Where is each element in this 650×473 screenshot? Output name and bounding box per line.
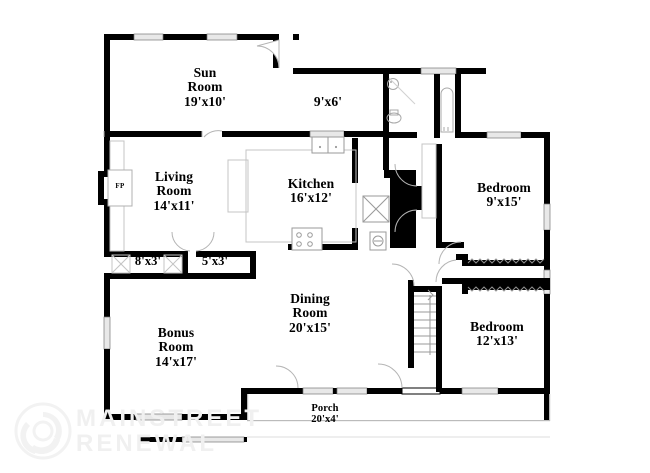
room-label-closet-5x3: 5'x3' xyxy=(201,254,229,268)
vanity-sink xyxy=(387,78,399,90)
door-hall xyxy=(394,209,418,233)
fireplace-box xyxy=(107,169,133,207)
door-sun-room xyxy=(256,39,280,69)
door-living xyxy=(203,130,223,138)
doors-group xyxy=(103,39,462,389)
closet-rod xyxy=(467,286,545,292)
kitchen-sink xyxy=(311,136,345,154)
staircase-up xyxy=(414,289,436,355)
room-label-kitchen: Kitchen 16'x12' xyxy=(287,176,335,206)
toilet xyxy=(386,112,402,124)
door-dining xyxy=(275,365,299,389)
refrigerator xyxy=(362,195,390,223)
window xyxy=(103,316,111,350)
watermark-logo xyxy=(14,402,72,460)
room-label-nook: 9'x6' xyxy=(313,94,343,109)
window xyxy=(309,130,345,138)
watermark-line1: MAINSTREET xyxy=(76,405,262,432)
window xyxy=(461,387,499,395)
door-bedroom1 xyxy=(438,241,462,265)
door-closet-bed xyxy=(435,259,457,283)
window xyxy=(420,67,457,75)
door-closet-a xyxy=(171,231,191,252)
window xyxy=(486,131,522,139)
fixtures-group xyxy=(107,77,550,438)
door-front xyxy=(377,363,403,389)
room-label-bonus-room: Bonus Room 14'x17' xyxy=(155,325,197,369)
closet-marks xyxy=(111,254,183,274)
door-stairs xyxy=(391,263,415,287)
range-stove xyxy=(291,227,323,251)
shower xyxy=(440,87,454,133)
watermark-line2: RENEWAL xyxy=(76,430,217,457)
door-bath xyxy=(394,163,418,187)
room-label-sun-room: Sun Room 19'x10' xyxy=(184,65,226,109)
room-label-porch: Porch 20'x4' xyxy=(311,403,339,426)
closet-rod xyxy=(467,258,545,264)
fireplace-label: FP xyxy=(115,182,125,190)
window xyxy=(302,387,334,395)
room-label-living-room: Living Room 14'x11' xyxy=(153,169,195,213)
window xyxy=(206,33,238,41)
pantry-block xyxy=(390,176,416,248)
front-door-opening xyxy=(401,387,441,395)
kitchen-counter-left xyxy=(227,159,249,213)
bathroom-fixtures xyxy=(386,77,454,133)
room-label-closet-8x3: 8'x3' xyxy=(134,254,162,268)
door-closet-b xyxy=(195,231,215,252)
window xyxy=(336,387,368,395)
window xyxy=(133,33,164,41)
walls-group xyxy=(98,33,551,443)
room-label-bedroom-1: Bedroom 9'x15' xyxy=(477,180,531,210)
room-label-bedroom-2: Bedroom 12'x13' xyxy=(470,319,524,349)
room-label-dining-room: Dining Room 20'x15' xyxy=(289,291,331,335)
dishwasher xyxy=(369,231,387,251)
